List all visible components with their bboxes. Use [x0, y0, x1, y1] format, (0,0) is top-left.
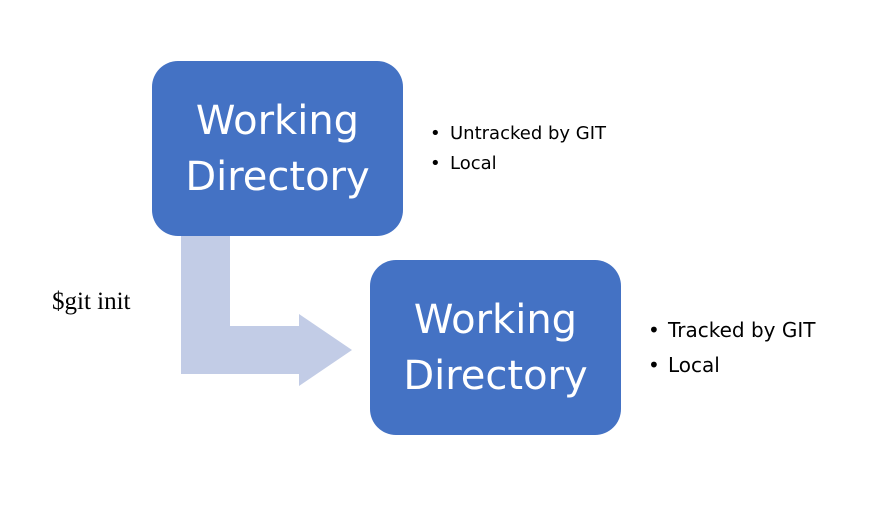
- git-init-command-label: $git init: [52, 288, 131, 315]
- box-title-line-2: Directory: [185, 153, 370, 200]
- note-untracked: Untracked by GIT: [430, 119, 606, 149]
- note-local: Local: [648, 348, 815, 383]
- working-directory-after-box: Working Directory: [370, 260, 621, 435]
- box-title-line-1: Working: [413, 296, 578, 343]
- before-notes-list: Untracked by GIT Local: [430, 119, 606, 179]
- box-title-line-1: Working: [195, 97, 360, 144]
- working-directory-before-box: Working Directory: [152, 61, 403, 236]
- bent-arrow-shape: [181, 236, 352, 386]
- note-local: Local: [430, 149, 606, 179]
- note-tracked: Tracked by GIT: [648, 313, 815, 348]
- box-title-line-2: Directory: [403, 352, 588, 399]
- after-notes-list: Tracked by GIT Local: [648, 313, 815, 383]
